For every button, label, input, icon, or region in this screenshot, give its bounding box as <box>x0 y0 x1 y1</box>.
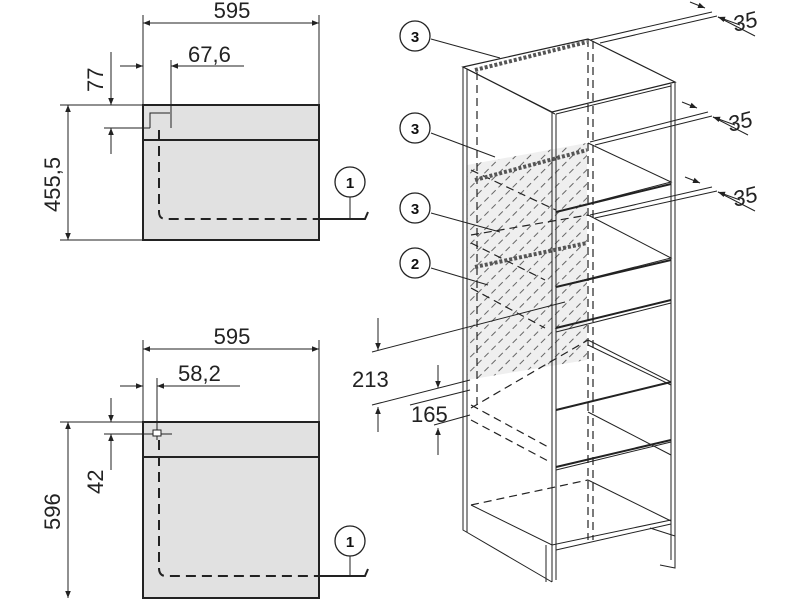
gap-top-label: 35 <box>730 6 761 37</box>
top-unit-drawing: 595 67,6 77 455,5 1 <box>40 0 369 241</box>
top-height-label: 455,5 <box>40 157 65 212</box>
bottom-height-label: 596 <box>40 493 65 530</box>
svg-text:1: 1 <box>346 175 354 192</box>
bottom-width-label: 595 <box>214 324 251 349</box>
vent-height-label: 213 <box>352 367 389 392</box>
bottom-offset-y-label: 42 <box>83 470 108 494</box>
bottom-unit-body <box>142 421 320 599</box>
svg-text:2: 2 <box>411 256 419 273</box>
svg-text:3: 3 <box>411 201 419 218</box>
vent-offset-label: 165 <box>411 402 448 427</box>
gap-mid-label: 35 <box>725 106 756 137</box>
callout-3-top <box>399 20 431 52</box>
bottom-offset-x-label: 58,2 <box>178 361 221 386</box>
callout-3-low <box>399 192 431 224</box>
tall-cabinet-drawing: 35 35 35 3 3 3 2 213 165 <box>352 1 761 583</box>
top-offset-x-label: 67,6 <box>188 42 231 67</box>
bottom-unit-drawing: 595 58,2 42 596 1 <box>40 324 369 599</box>
svg-text:3: 3 <box>411 29 419 46</box>
top-unit-body <box>142 104 320 241</box>
callout-1-bottom <box>334 525 366 557</box>
callout-1-top <box>334 166 366 198</box>
svg-text:1: 1 <box>346 534 354 551</box>
callout-3-mid <box>399 112 431 144</box>
callout-2-vent <box>399 247 431 279</box>
top-offset-y-label: 77 <box>83 68 108 92</box>
top-width-label: 595 <box>214 0 251 23</box>
svg-text:3: 3 <box>411 121 419 138</box>
gap-low-label: 35 <box>730 181 761 212</box>
